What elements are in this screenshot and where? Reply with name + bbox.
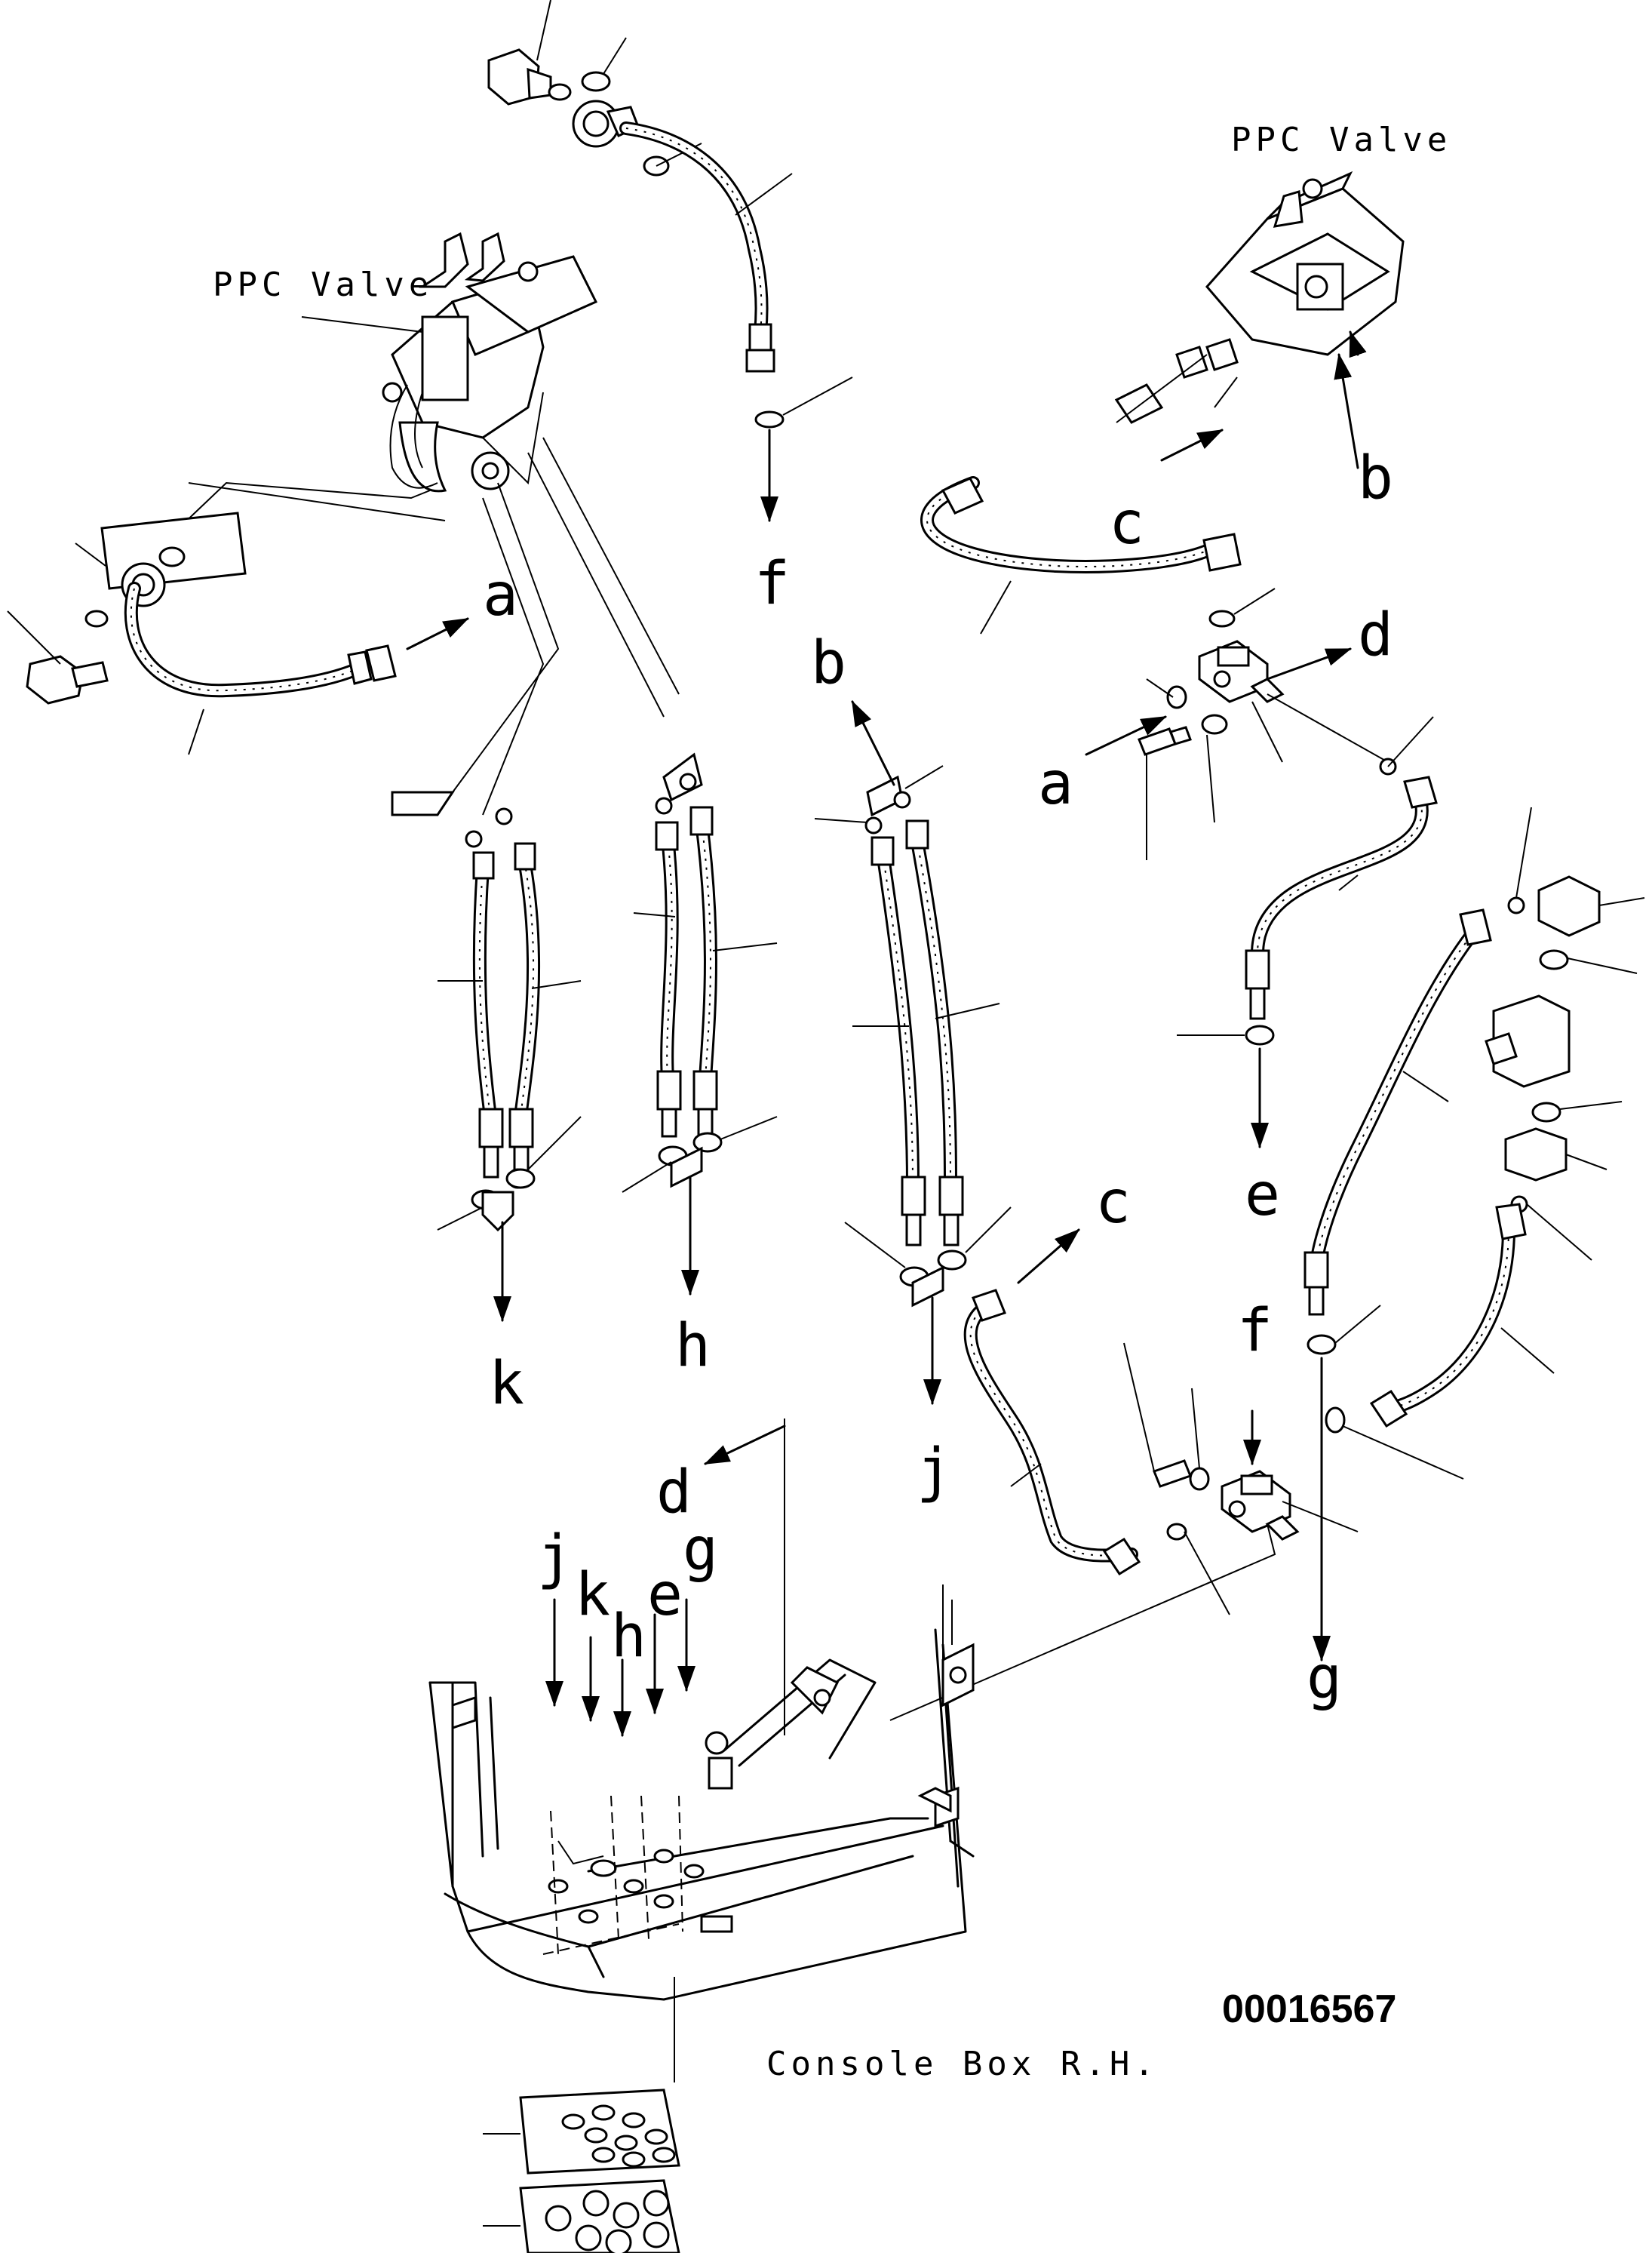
label-j-out: j [917, 1437, 952, 1505]
tee-fitting-lower [889, 1342, 1359, 1721]
hose-top-to-f [619, 121, 853, 522]
console-box-rh [428, 1592, 975, 2001]
tee-fitting-upper [1085, 640, 1389, 860]
label-c-in: c [1095, 1169, 1131, 1237]
label-b-out: b [811, 629, 846, 697]
label-b-in: b [1358, 444, 1393, 512]
hose-right-to-g [1303, 908, 1492, 1661]
label-g-in: g [683, 1516, 718, 1584]
left-valve-leaders [146, 437, 680, 816]
ppc-valve-right-caption: PPC Valve [1231, 121, 1451, 159]
label-c-out: c [1109, 490, 1144, 558]
console-box-caption: Console Box R.H. [766, 2045, 1159, 2083]
label-k-in: k [575, 1561, 610, 1629]
drawing-code: 00016567 [1222, 1987, 1396, 2031]
gasket-plate-upper [483, 2089, 680, 2175]
label-d-out: d [1358, 601, 1393, 669]
ppc-valve-left [382, 232, 598, 493]
label-j-in: j [537, 1523, 573, 1591]
hose-pair-h [622, 752, 778, 1296]
label-e-out: e [1245, 1161, 1280, 1229]
hose-right-lower [1325, 1203, 1555, 1480]
label-g-out: g [1307, 1644, 1342, 1712]
console-inlet-arrows [545, 1418, 944, 1737]
hose-pair-k [391, 791, 582, 1322]
gasket-plate-lower [483, 2179, 680, 2253]
hose-pair-j [814, 700, 1012, 1405]
connection-letters: a a b b c c d d e e f f g g h h j j k k [483, 444, 1393, 1712]
label-f-in: f [1237, 1297, 1273, 1365]
label-a-in: a [1038, 750, 1073, 818]
hose-right-valve-to-tee [920, 476, 1276, 635]
label-f-out: f [754, 550, 790, 618]
right-fitting-stack [1485, 807, 1645, 1261]
label-k-out: k [489, 1350, 524, 1418]
label-h-out: h [675, 1312, 711, 1380]
label-a-out: a [483, 561, 518, 629]
label-e-in: e [647, 1561, 683, 1629]
top-bolt-assembly [487, 0, 702, 177]
ppc-valve-left-caption: PPC Valve [213, 266, 433, 304]
hose-left-to-a [7, 512, 469, 755]
hose-tee-to-e [1177, 716, 1438, 1148]
hose-to-c [963, 1228, 1141, 1576]
label-h-in: h [611, 1603, 646, 1671]
label-d-in: d [656, 1458, 692, 1526]
ppc-valve-right [1114, 171, 1405, 424]
